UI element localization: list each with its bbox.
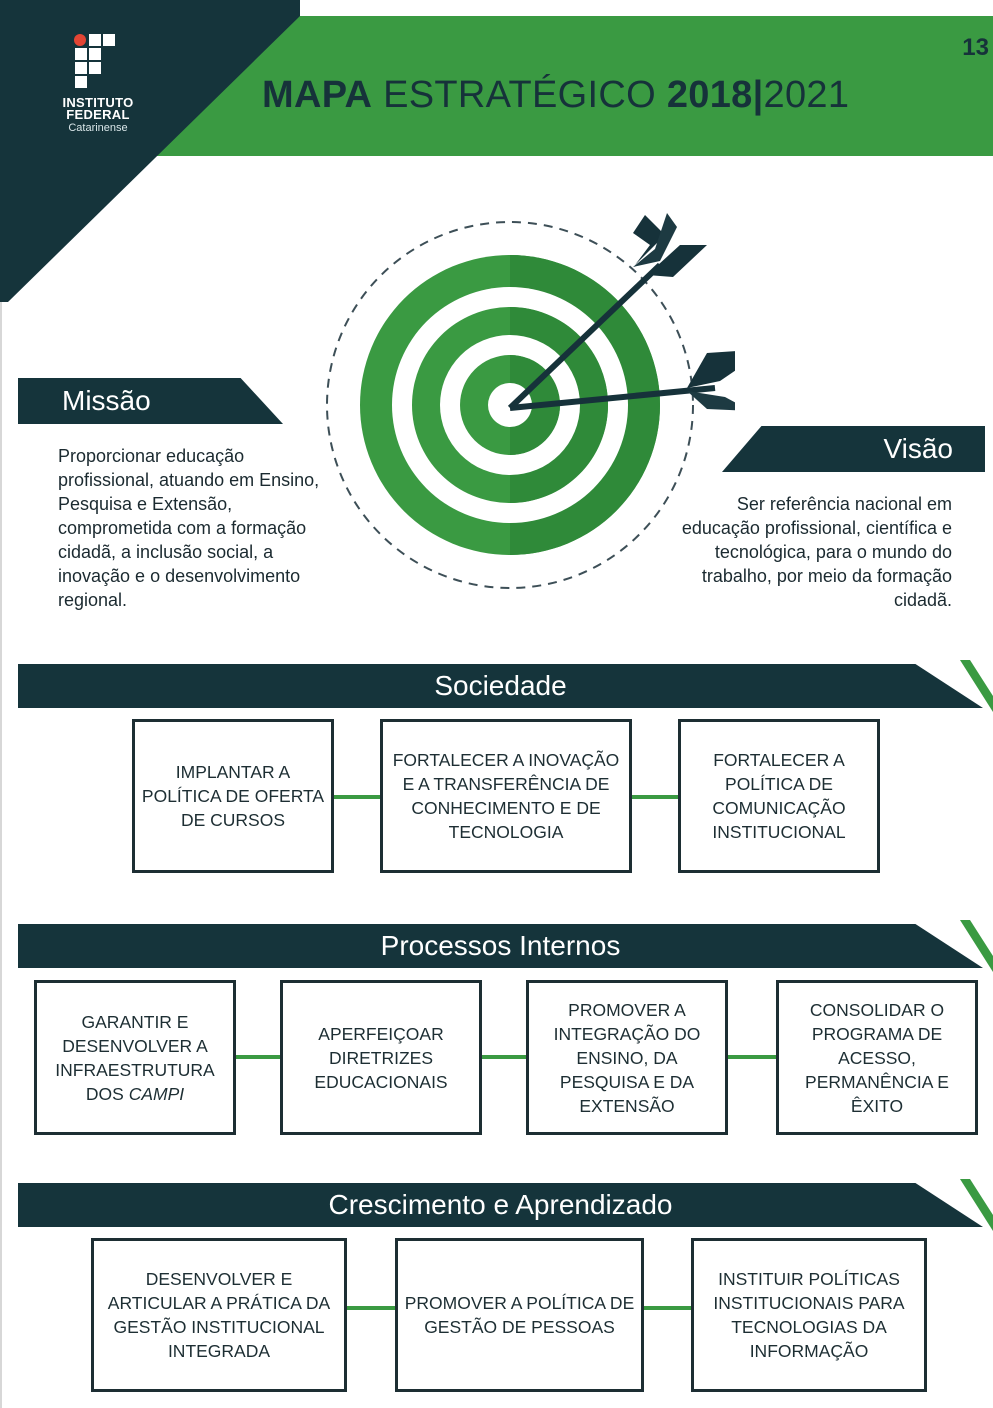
visao-bar: Visão: [722, 426, 985, 472]
section-bar-sociedade: [18, 664, 983, 708]
section-bar-crescimento-aprendizado: [18, 1183, 983, 1227]
logo-line2: FEDERAL: [66, 107, 130, 122]
objective-text-campi: CAMPI: [128, 1083, 185, 1104]
corner-triangle: [0, 0, 300, 302]
section-bar-processos-internos: [18, 924, 983, 968]
missao-label: Missão: [62, 385, 151, 416]
connector: [726, 1055, 778, 1059]
missao-bar: Missão: [18, 378, 283, 424]
objective-box: GARANTIR E DESENVOLVER A INFRAESTRUTURA D…: [34, 980, 236, 1135]
year-start: 2018: [666, 74, 753, 116]
objective-box: INSTITUIR POLÍTICAS INSTITUCIONAIS PARA …: [691, 1238, 927, 1392]
visao-text: Ser referência nacional em educação prof…: [681, 494, 952, 610]
year-end: 2021: [763, 74, 850, 116]
institution-logo: INSTITUTO FEDERAL Catarinense: [48, 32, 148, 134]
objective-text: GARANTIR E DESENVOLVER A INFRAESTRUTURA D…: [43, 1010, 227, 1106]
objective-box: DESENVOLVER E ARTICULAR A PRÁTICA DA GES…: [91, 1238, 347, 1392]
missao-text: Proporcionar educação profissional, atua…: [58, 446, 320, 610]
connector: [630, 795, 680, 799]
logo-grid-icon: [74, 34, 115, 88]
objective-text-dos: DOS: [85, 1083, 124, 1104]
section-stripe: [960, 1179, 993, 1231]
section-title-processos-internos: Processos Internos: [380, 930, 621, 961]
connector: [642, 1306, 694, 1310]
objective-box: FORTALECER A INOVAÇÃO E A TRANSFERÊNCIA …: [380, 719, 632, 873]
objective-box: CONSOLIDAR O PROGRAMA DE ACESSO, PERMANÊ…: [776, 980, 978, 1135]
objective-box: PROMOVER A POLÍTICA DE GESTÃO DE PESSOAS: [395, 1238, 644, 1392]
objective-text-main: GARANTIR E DESENVOLVER A INFRAESTRUTURA: [55, 1011, 215, 1080]
logo-line1: INSTITUTO: [62, 95, 134, 110]
section-title-sociedade: Sociedade: [434, 670, 567, 701]
objective-box: APERFEIÇOAR DIRETRIZES EDUCACIONAIS: [280, 980, 482, 1135]
target-with-arrows-icon: [326, 213, 735, 589]
page-edge-line: [0, 0, 2, 1408]
connector: [345, 1306, 397, 1310]
objective-box: PROMOVER A INTEGRAÇÃO DO ENSINO, DA PESQ…: [526, 980, 728, 1135]
objective-box: IMPLANTAR A POLÍTICA DE OFERTA DE CURSOS: [132, 719, 334, 873]
page-number: 13: [962, 34, 989, 61]
connector: [332, 795, 382, 799]
logo-line3: Catarinense: [68, 122, 128, 134]
section-stripe: [960, 920, 993, 972]
section-stripe: [960, 660, 993, 712]
page-title: MAPA ESTRATÉGICO 2018|2021: [262, 74, 849, 117]
section-title-crescimento-aprendizado: Crescimento e Aprendizado: [328, 1189, 673, 1220]
connector: [234, 1055, 284, 1059]
objective-box: FORTALECER A POLÍTICA DE COMUNICAÇÃO INS…: [678, 719, 880, 873]
connector: [480, 1055, 530, 1059]
title-regular: ESTRATÉGICO: [383, 74, 656, 116]
title-bold: MAPA: [262, 74, 373, 116]
year-separator: |: [752, 74, 764, 116]
visao-label: Visão: [883, 433, 953, 464]
